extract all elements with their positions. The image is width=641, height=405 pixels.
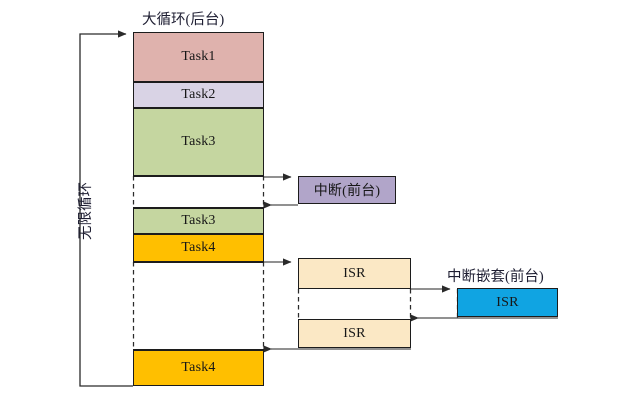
dashed-guide-isr [297, 289, 412, 319]
block-isr-2-label: ISR [343, 325, 366, 341]
block-isr-2[interactable]: ISR [298, 319, 411, 348]
block-isr-nested[interactable]: ISR [457, 288, 558, 317]
label-infinite-loop: 无限循环 [78, 182, 94, 240]
block-interrupt[interactable]: 中断(前台) [298, 176, 396, 204]
block-task2[interactable]: Task2 [133, 82, 264, 108]
block-task1[interactable]: Task1 [133, 32, 264, 82]
block-task2-label: Task2 [181, 87, 216, 102]
block-isr-1[interactable]: ISR [298, 258, 411, 289]
block-task3-first-label: Task3 [181, 134, 216, 149]
block-task3-first[interactable]: Task3 [133, 108, 264, 176]
block-task4-first[interactable]: Task4 [133, 234, 264, 262]
block-task4-second-label: Task4 [181, 360, 216, 375]
block-task3-second[interactable]: Task3 [133, 208, 264, 234]
block-interrupt-label: 中断(前台) [313, 184, 381, 199]
title-nested-interrupt: 中断嵌套(前台) [447, 269, 544, 285]
block-isr-1-label: ISR [343, 265, 366, 281]
block-task4-first-label: Task4 [181, 240, 216, 255]
block-task1-label: Task1 [181, 49, 216, 64]
task-column-gap-rules [133, 175, 264, 351]
block-task3-second-label: Task3 [181, 213, 216, 228]
block-task4-second[interactable]: Task4 [133, 350, 264, 386]
title-main-loop: 大循环(后台) [142, 12, 225, 28]
block-isr-nested-label: ISR [496, 294, 519, 310]
